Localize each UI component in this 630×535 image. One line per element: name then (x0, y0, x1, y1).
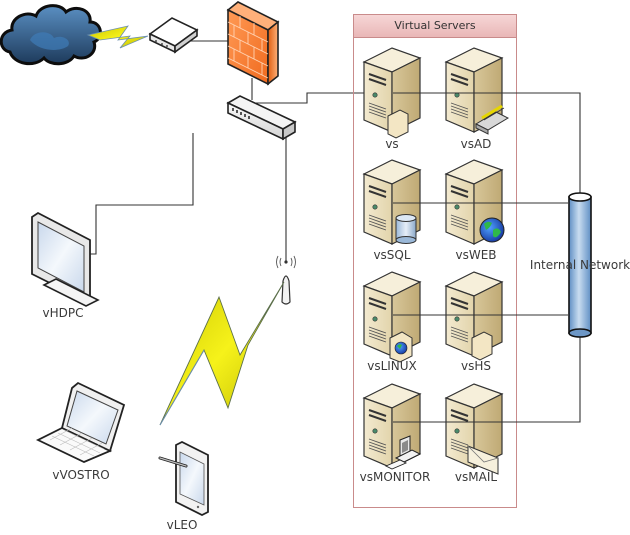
firewall-icon (226, 1, 280, 86)
server-label-vssql: vsSQL (373, 248, 411, 262)
internal-network-bus-icon (568, 192, 592, 338)
virtual-servers-group-title: Virtual Servers (354, 15, 516, 38)
internal-network-label: Internal Network (529, 258, 630, 272)
server-label-vsweb: vsWEB (455, 248, 497, 262)
server-label-vsmonitor: vsMONITOR (359, 470, 431, 484)
laptop-icon (35, 381, 126, 463)
server-label-vsad: vsAD (460, 137, 492, 151)
switch-icon (226, 95, 297, 141)
device-label-vvostro: vVOSTRO (52, 468, 110, 482)
wan-lightning-icon (86, 25, 149, 49)
monitor-icon (31, 211, 100, 307)
device-label-vleo: vLEO (166, 518, 198, 532)
tablet-icon (158, 440, 209, 517)
wireless-lightning-icon (159, 281, 285, 426)
virtual-servers-group: Virtual Servers (353, 14, 517, 508)
wireless-access-point-icon (276, 255, 296, 305)
modem-icon (148, 17, 199, 54)
server-label-vsmail: vsMAIL (454, 470, 498, 484)
device-label-vhdpc: vHDPC (42, 306, 84, 320)
server-label-vs: vs (385, 137, 399, 151)
cloud-icon (0, 4, 102, 66)
server-label-vshs: vsHS (461, 359, 491, 373)
server-label-vslinux: vsLINUX (367, 359, 417, 373)
